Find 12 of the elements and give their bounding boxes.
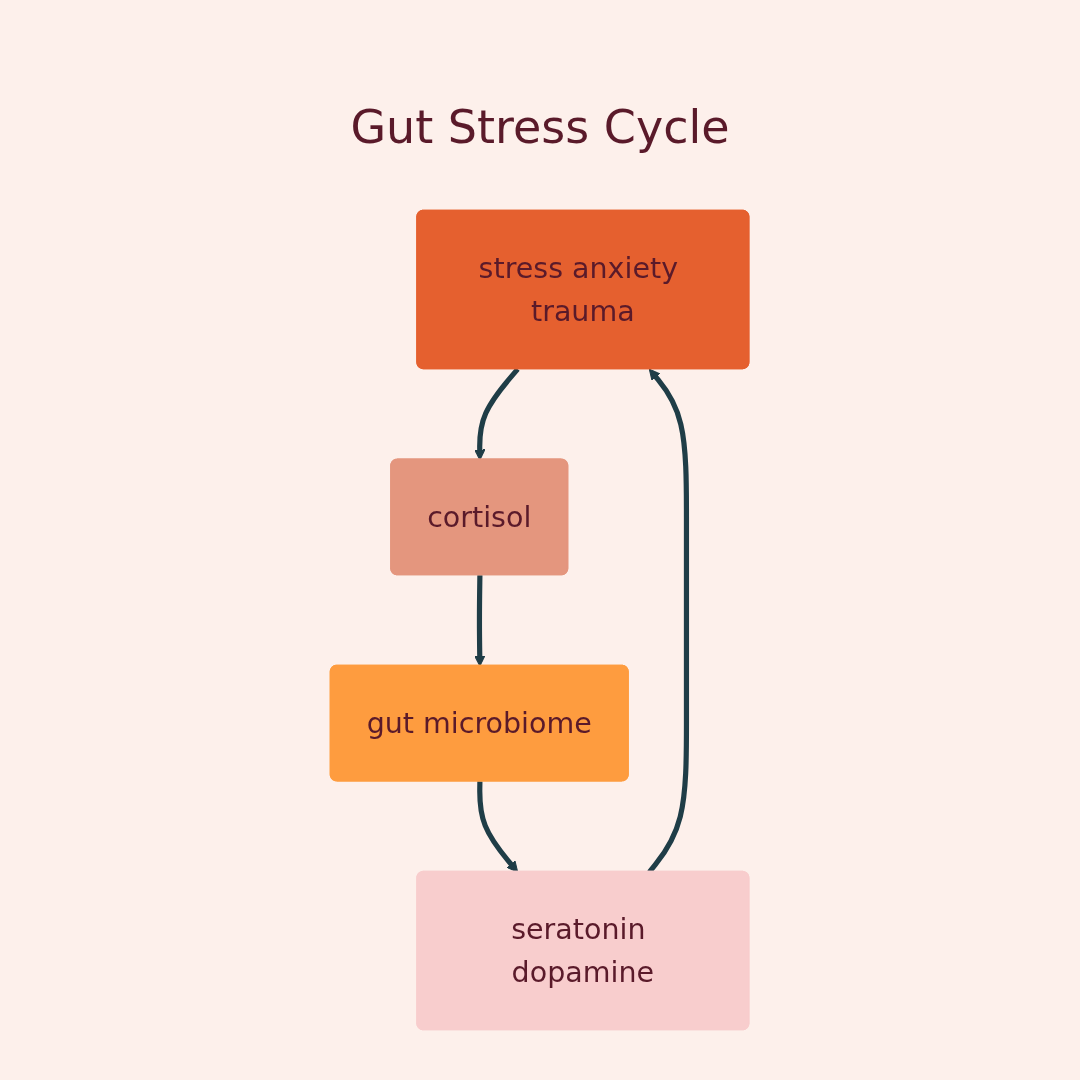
node-text: gut microbiome [367,705,593,742]
arrow [477,781,519,873]
diagram-title: Gut Stress Cycle [350,100,730,156]
rounded-box [330,664,630,782]
node-text: cortisol [427,499,532,536]
node-text: stress anxiety trauma [478,250,680,330]
node-text: seratonin dopamine [510,911,656,991]
rounded-box [390,458,569,576]
arrow [474,575,486,667]
rounded-box [416,870,750,1031]
arrow [474,367,521,461]
rounded-box [416,209,750,370]
